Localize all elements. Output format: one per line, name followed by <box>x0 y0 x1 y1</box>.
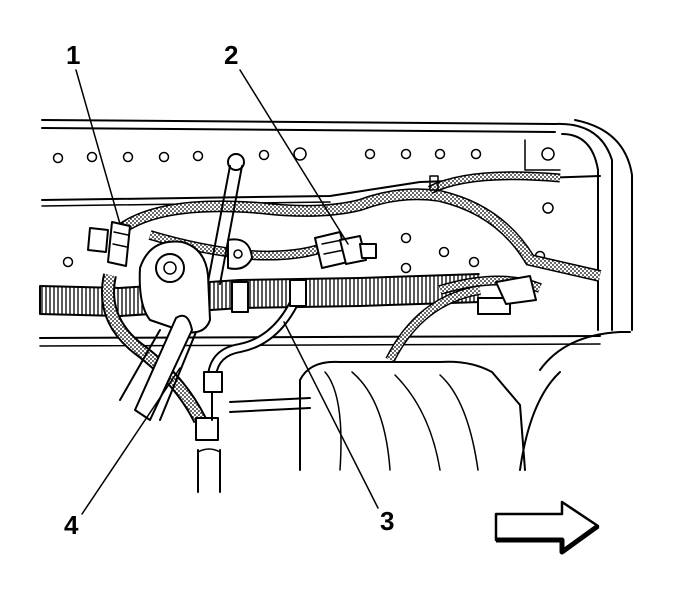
callout-1: 1 <box>66 40 80 70</box>
rail-holes <box>52 147 555 274</box>
leader-lines <box>75 69 379 515</box>
harness-clips <box>231 275 537 315</box>
leader-line-3 <box>283 321 379 509</box>
leader-line-1 <box>75 69 121 225</box>
connector-1 <box>87 221 131 267</box>
crossmember <box>229 397 311 413</box>
callout-2: 2 <box>224 40 238 70</box>
callout-4: 4 <box>64 510 79 540</box>
component-4-housing <box>119 238 253 421</box>
frame-rail <box>39 119 633 347</box>
ground-lead <box>203 288 305 421</box>
support-rod <box>207 153 245 285</box>
connector-2 <box>314 231 377 269</box>
callout-3: 3 <box>380 506 394 536</box>
fuel-line <box>101 273 221 493</box>
right-arrow-icon <box>494 500 600 555</box>
fuel-tank <box>299 331 631 471</box>
leader-line-2 <box>239 69 349 245</box>
leader-line-4 <box>81 367 181 515</box>
